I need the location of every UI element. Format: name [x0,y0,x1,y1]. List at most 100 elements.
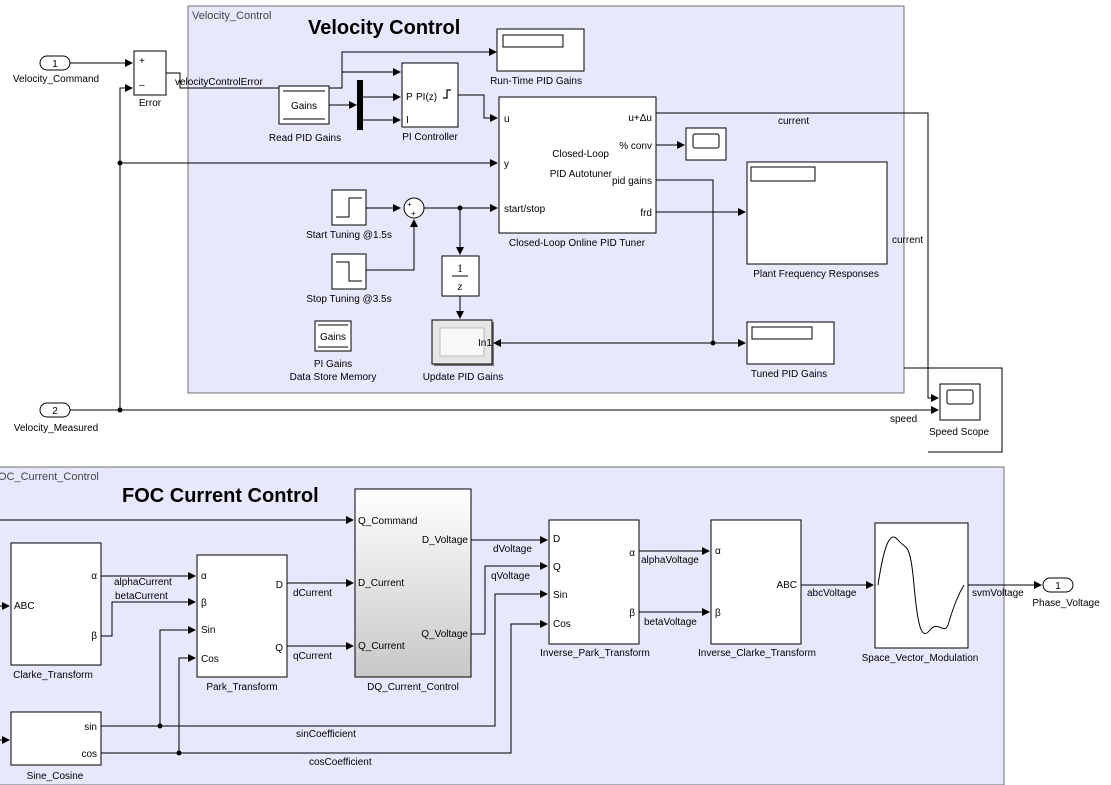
unit-delay-den: z [457,279,463,293]
park-out-q: Q [275,643,283,654]
signal-speed-label: speed [890,414,917,425]
wire-stop-to-sum [366,219,418,271]
tuned-pid-gains-name: Tuned PID Gains [751,369,827,380]
pi-controller-name: PI Controller [402,132,458,143]
signal-abc-voltage: abcVoltage [807,588,857,599]
pid-tuner-block[interactable] [498,96,657,234]
inport-velocity-command-number: 1 [52,59,58,70]
wire-error-to-runtime-gains [166,48,497,89]
tuner-label-line1: Closed-Loop [552,149,609,160]
svg-text:+: + [407,200,412,209]
pi-saturation-icon [443,89,451,99]
error-plus-sign: + [139,56,145,67]
run-time-pid-gains-name: Run-Time PID Gains [490,76,582,87]
inv-park-in-sin: Sin [553,590,567,601]
park-in-beta: β [201,598,207,609]
read-pid-gains-block[interactable] [278,85,330,125]
signal-current-right: current [892,235,923,246]
read-pid-gains-content: Gains [291,101,317,112]
tuner-in-u: u [504,114,510,125]
inv-park-in-cos: Cos [553,619,571,630]
error-sum-block[interactable] [133,50,167,96]
inv-clarke-in-beta: β [715,608,721,619]
foc-current-control-area[interactable] [0,466,1005,785]
dq-in-q-current: Q_Current [358,641,405,652]
inverse-clarke-block[interactable] [710,519,802,645]
tuner-label-line2: PID Autotuner [550,169,613,180]
signal-velocity-control-error: velocityControlError [175,77,263,88]
demux-bar[interactable] [357,80,363,130]
dq-in-q-command: Q_Command [358,516,417,527]
wire-error-to-pi [341,68,401,88]
inport-velocity-measured-number: 2 [52,406,58,417]
svm-name: Space_Vector_Modulation [862,653,979,664]
pi-gains-dsm-name2: Data Store Memory [290,372,377,383]
start-tuning-name: Start Tuning @1.5s [306,230,392,241]
signal-d-voltage: dVoltage [493,544,532,555]
clarke-out-beta: β [91,631,97,642]
pi-gains-dsm-content: Gains [320,332,346,343]
read-pid-gains-name: Read PID Gains [269,133,341,144]
velocity-area-title: Velocity Control [308,17,460,39]
signal-svm-voltage: svmVoltage [972,588,1024,599]
pi-gains-dsm-name1: PI Gains [314,359,352,370]
stop-tuning-name: Stop Tuning @3.5s [306,294,391,305]
wire-clarke-beta-to-park [101,598,196,637]
park-in-sin: Sin [201,625,215,636]
sine-cosine-name: Sine_Cosine [27,771,84,782]
tuner-out-pid-gains: pid gains [612,176,652,187]
pi-port-i: I [406,115,409,126]
wire-pi-to-tuner-u [458,94,498,122]
error-minus-sign: – [139,80,145,91]
tuner-in-start-stop: start/stop [504,204,546,215]
dq-in-d-current: D_Current [358,578,404,589]
signal-sin-coefficient: sinCoefficient [296,729,356,740]
svg-text:+: + [411,209,416,218]
clarke-out-alpha: α [91,571,97,582]
park-transform-block[interactable] [196,554,288,678]
wire-cos-to-invpark [101,620,548,754]
tuner-out-frd: frd [640,208,652,219]
clarke-transform-name: Clarke_Transform [13,670,93,681]
svm-block[interactable] [874,522,969,649]
step-up-icon [336,197,362,218]
speed-scope-name: Speed Scope [929,427,989,438]
inv-clarke-in-alpha: α [715,546,721,557]
outport-phase-voltage[interactable] [1042,577,1074,593]
wire-dq-qvoltage-to-invpark [471,562,548,635]
sine-cosine-block[interactable] [10,711,102,766]
svm-waveform-icon [877,536,965,635]
signal-q-current: qCurrent [293,651,332,662]
update-port-in1: In1 [478,338,492,349]
park-out-d: D [276,580,283,591]
signal-beta-current: betaCurrent [115,591,168,602]
inverse-park-block[interactable] [548,519,640,645]
velocity-area-name: Velocity_Control [192,10,272,22]
pi-gains-dsm-block[interactable] [314,320,352,352]
sine-cosine-out-cos: cos [81,749,97,760]
signal-current-top: current [778,116,809,127]
wire-sin-to-invpark [101,590,548,727]
inverse-clarke-name: Inverse_Clarke_Transform [698,648,816,659]
dq-out-q-voltage: Q_Voltage [421,629,468,640]
error-block-name: Error [139,98,162,109]
clarke-in-abc: ABC [14,601,35,612]
inv-park-out-beta: β [629,608,635,619]
clarke-transform-block[interactable] [10,542,102,666]
signal-beta-voltage: betaVoltage [644,617,697,628]
inport-velocity-command-name: Velocity_Command [13,74,99,85]
signal-alpha-voltage: alphaVoltage [641,555,699,566]
dq-out-d-voltage: D_Voltage [422,535,469,546]
pid-tuner-name: Closed-Loop Online PID Tuner [509,238,646,249]
wire-tuner-pid-gains [656,179,714,343]
wire-cos-to-park [178,654,196,753]
signal-d-current: dCurrent [293,588,332,599]
foc-area-title: FOC Current Control [122,485,319,507]
pi-port-p: P [406,92,413,103]
step-down-icon [336,261,362,282]
outport-number: 1 [1055,581,1061,592]
tuner-in-y: y [504,159,509,170]
park-in-alpha: α [201,571,207,582]
dq-current-control-block[interactable] [354,488,472,678]
